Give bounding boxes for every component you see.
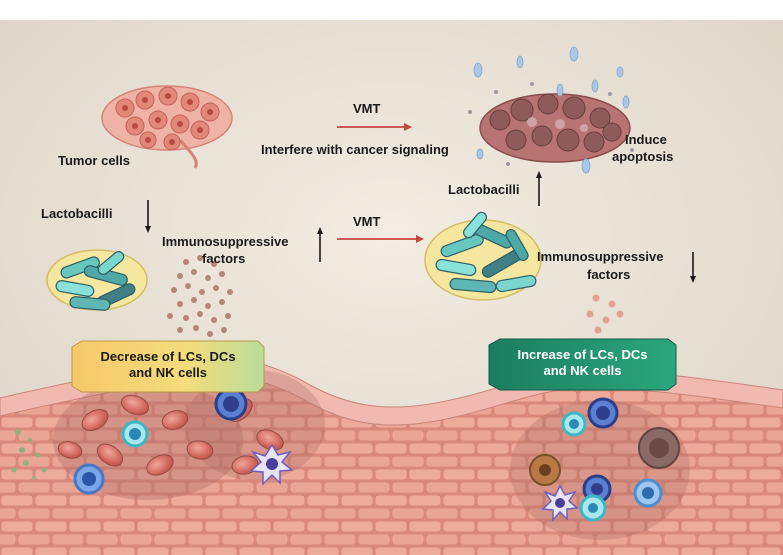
- immune-cells-left: [73, 387, 294, 495]
- induce-label: Induce: [625, 132, 667, 147]
- increase-banner-line1: Increase of LCs, DCs: [517, 347, 648, 362]
- increase-banner-shape: [488, 338, 677, 391]
- factors-label-left: factors: [202, 251, 246, 266]
- lactobacilli-decrease-arrow: [145, 200, 151, 233]
- immuno-increase-arrow-left: [317, 227, 323, 262]
- vmt-label-middle: VMT: [353, 214, 381, 229]
- immuno-decrease-arrow-right: [690, 252, 696, 283]
- immunosuppressive-label-right: Immunosuppressive: [537, 249, 664, 264]
- grey-particles: [468, 82, 634, 166]
- nk-cell-right: [541, 484, 579, 522]
- green-particles: [11, 429, 47, 480]
- immune-cells-right: [541, 397, 663, 522]
- tumor-cells-cluster: [101, 85, 233, 169]
- factors-label-right: factors: [587, 267, 631, 282]
- blue-droplets: [473, 46, 630, 174]
- increase-banner-line2: and NK cells: [543, 363, 622, 378]
- increase-banner: Increase of LCs, DCs and NK cells: [491, 347, 674, 379]
- apoptosis-label: apoptosis: [612, 149, 674, 164]
- decrease-banner-shape: [71, 340, 265, 393]
- lactobacilli-cluster-right: [424, 211, 542, 301]
- decrease-banner: Decrease of LCs, DCs and NK cells: [74, 349, 262, 381]
- lactobacilli-label-right: Lactobacilli: [448, 182, 520, 197]
- lactobacilli-cluster-left: [46, 249, 148, 311]
- interfere-label: Interfere with cancer signaling: [261, 142, 449, 157]
- immunosuppressive-particles-right: [586, 294, 624, 334]
- immunosuppressive-label-left: Immunosuppressive: [162, 234, 289, 249]
- vmt-arrow-top: [337, 123, 412, 131]
- lactobacilli-label-left: Lactobacilli: [41, 206, 113, 221]
- vmt-label-top: VMT: [353, 101, 381, 116]
- decrease-banner-line2: and NK cells: [128, 365, 208, 380]
- tumor-cells-label: Tumor cells: [58, 153, 131, 168]
- apoptotic-tumor-cluster: [479, 93, 631, 163]
- vmt-arrow-middle: [337, 235, 424, 243]
- lactobacilli-increase-arrow-right: [536, 171, 542, 206]
- nk-cell-left: [249, 443, 294, 486]
- decrease-banner-line1: Decrease of LCs, DCs: [100, 349, 236, 364]
